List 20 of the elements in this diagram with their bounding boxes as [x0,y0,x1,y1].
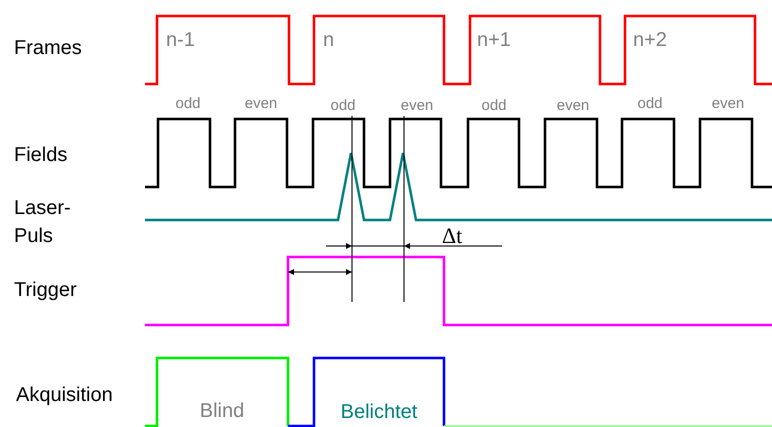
field-label: even [712,96,744,111]
field-label: odd [637,96,663,111]
field-label: even [556,98,590,113]
row-label: Laser-Puls [14,196,72,249]
state-label: Belichtet [340,402,418,422]
row-label: Akquisition [16,385,113,405]
frame-number: n+1 [477,30,511,50]
state-label: Blind [200,401,244,421]
row-label: Frames [14,38,82,58]
frame-number: n [323,30,334,50]
row-label: Trigger [14,280,77,300]
row-label: Fields [14,145,68,165]
field-label: even [244,96,278,111]
field-label: even [400,98,434,113]
dimension-label: Δt [442,225,462,247]
frame-number: n+2 [633,30,667,50]
field-label: odd [481,98,507,113]
frame-number: n-1 [166,30,195,50]
field-label: odd [175,96,201,111]
field-label: odd [330,98,356,113]
